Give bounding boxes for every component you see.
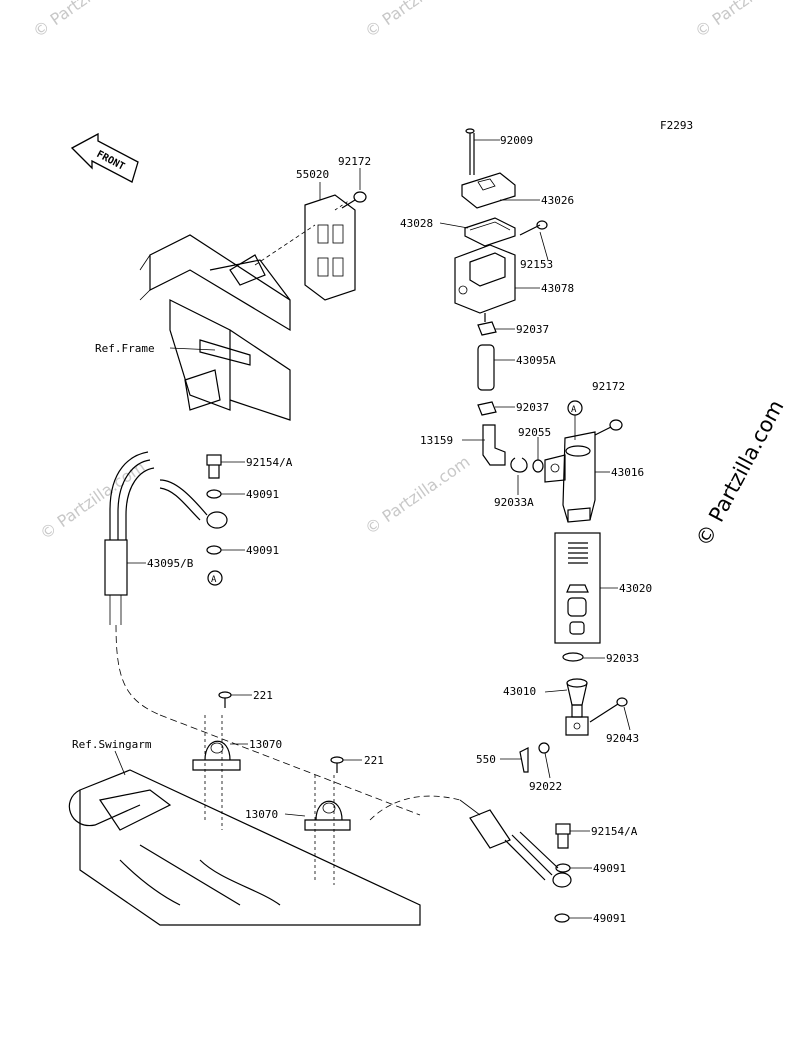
marker-a-left: A	[211, 575, 217, 585]
label-13070-upper: 13070	[249, 738, 282, 751]
label-43095a: 43095A	[516, 354, 556, 367]
master-cylinder-assembly: A	[454, 128, 628, 773]
label-92154a-right: 92154/A	[591, 825, 638, 838]
diagram-code: F2293	[660, 119, 693, 132]
label-13070-lower: 13070	[245, 808, 278, 821]
label-49091-right-lower: 49091	[593, 912, 626, 925]
label-221-lower: 221	[364, 754, 384, 767]
watermark-mid-center: © Partzilla.com	[361, 452, 473, 538]
label-43020: 43020	[619, 582, 652, 595]
label-92055: 92055	[518, 426, 551, 439]
label-ref-swingarm: Ref.Swingarm	[72, 738, 152, 751]
label-43026: 43026	[541, 194, 574, 207]
swingarm-drawing	[68, 691, 461, 926]
label-92033a: 92033A	[494, 496, 534, 509]
frame-drawing	[139, 191, 367, 421]
label-43028: 43028	[400, 217, 433, 230]
left-hose-assembly: A	[104, 451, 228, 716]
label-92033: 92033	[606, 652, 639, 665]
label-43078: 43078	[541, 282, 574, 295]
label-550: 550	[476, 753, 496, 766]
watermark-top-center: © Partzilla.com	[361, 0, 473, 41]
label-55020: 55020	[296, 168, 329, 181]
label-92154a-left: 92154/A	[246, 456, 293, 469]
label-43016: 43016	[611, 466, 644, 479]
label-49091-left-upper: 49091	[246, 488, 279, 501]
label-92172-right: 92172	[592, 380, 625, 393]
label-13159: 13159	[420, 434, 453, 447]
label-49091-right-upper: 49091	[593, 862, 626, 875]
label-92037-lower: 92037	[516, 401, 549, 414]
watermarks: © Partzilla.com © Partzilla.com © Partzi…	[29, 0, 800, 550]
leader-lines	[114, 139, 631, 919]
label-92009: 92009	[500, 134, 533, 147]
callout-labels: 92009 43026 43028 92153 43078 92037 4309…	[72, 134, 652, 925]
label-92172-left: 92172	[338, 155, 371, 168]
label-43095b: 43095/B	[147, 557, 194, 570]
watermark-side: © Partzilla.com	[691, 396, 788, 550]
label-49091-left-lower: 49091	[246, 544, 279, 557]
label-92043: 92043	[606, 732, 639, 745]
label-92037-upper: 92037	[516, 323, 549, 336]
label-92153: 92153	[520, 258, 553, 271]
watermark-top-right: © Partzilla.com	[691, 0, 800, 41]
label-92022: 92022	[529, 780, 562, 793]
label-221-upper: 221	[253, 689, 273, 702]
right-hose-assembly	[459, 799, 572, 923]
front-arrow: FRONT	[70, 132, 139, 183]
watermark-top-left: © Partzilla.com	[29, 0, 141, 41]
marker-a-right: A	[571, 405, 577, 415]
label-ref-frame: Ref.Frame	[95, 342, 155, 355]
label-43010: 43010	[503, 685, 536, 698]
